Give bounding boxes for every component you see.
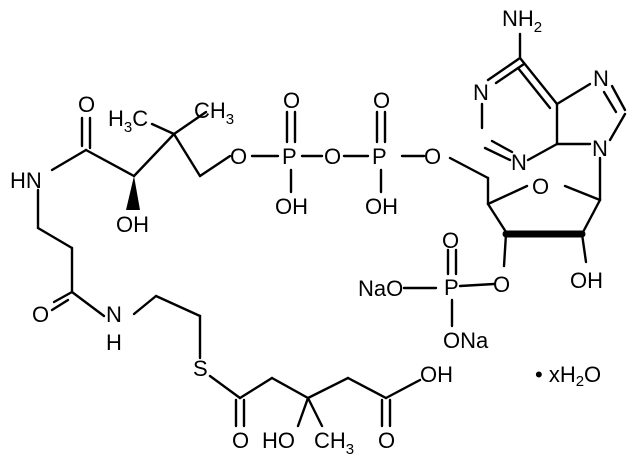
methyl-label-left: H3C	[108, 106, 148, 136]
atom-o5: O	[424, 144, 441, 169]
atom-labels: NH2 N N N N O OH O O P O NaO ONa P O OH …	[10, 6, 609, 458]
atom-oh-ribose: OH	[570, 268, 603, 293]
atom-oh-p1: OH	[275, 194, 308, 219]
methyl-label-right: CH3	[194, 98, 234, 128]
methyl-label-hmg: CH3	[314, 428, 354, 458]
atom-n9: N	[592, 136, 608, 161]
atom-o-bridge: O	[324, 144, 341, 169]
atom-oh-pantoate: OH	[116, 212, 149, 237]
atom-o-p2-double: O	[373, 88, 390, 113]
atom-o-thioester: O	[232, 428, 249, 453]
atom-o-pantoate: O	[230, 144, 247, 169]
atom-ona-bottom: ONa	[443, 328, 489, 353]
atom-o-amide1: O	[78, 92, 95, 117]
atom-oh-p2: OH	[365, 194, 398, 219]
atom-s: S	[193, 356, 208, 381]
atom-h-amide2: H	[106, 330, 122, 355]
atom-o-acid: O	[378, 428, 395, 453]
atom-o-ring: O	[532, 174, 549, 199]
atom-n3: N	[511, 150, 527, 175]
atom-p2: P	[372, 144, 387, 169]
atom-oh-acid: OH	[420, 362, 453, 387]
atom-p1: P	[282, 144, 297, 169]
atom-n7: N	[593, 66, 609, 91]
hydrate-label: • xH2O	[535, 362, 602, 390]
atom-p3: P	[444, 275, 459, 300]
atom-ho-hmg: HO	[262, 428, 295, 453]
amine-label: NH2	[502, 6, 542, 36]
atom-o-p1-double: O	[283, 88, 300, 113]
atom-o-amide2: O	[32, 302, 49, 327]
atom-n-amide2: N	[106, 302, 122, 327]
atom-nao-left: NaO	[358, 276, 403, 301]
atom-o-p3-double: O	[442, 228, 459, 253]
atom-n1: N	[473, 80, 489, 105]
bond-lines	[36, 32, 627, 428]
atom-o3: O	[493, 272, 510, 297]
atom-hn-amide1: HN	[10, 168, 42, 193]
